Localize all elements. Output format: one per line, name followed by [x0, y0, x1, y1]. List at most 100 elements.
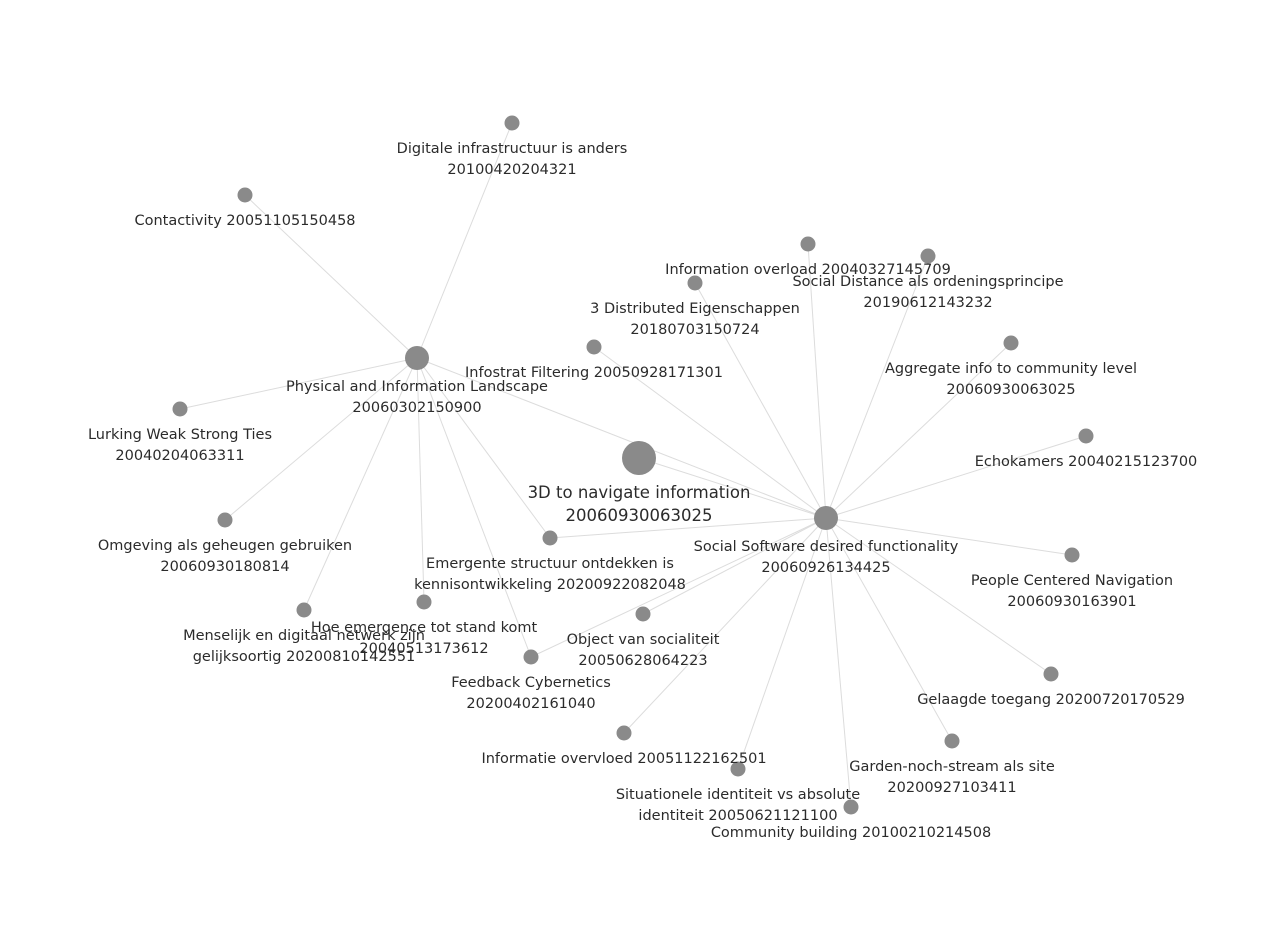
labels-layer: 3D to navigate information 20060930063025… — [88, 141, 1197, 841]
node-emergente-structuur-label: Emergente structuur ontdekken is kennison… — [414, 556, 686, 593]
node-garden-noch-stream-label-line: Garden-noch-stream als site — [849, 759, 1055, 775]
edge-nphys-nsoc — [416, 357, 827, 519]
node-3d-navigate-label-line: 20060930063025 — [566, 506, 713, 525]
node-information-overload[interactable] — [800, 236, 816, 252]
node-3-distributed-eigenschappen-label-line: 20180703150724 — [630, 322, 759, 338]
node-social-software-desired-functionality[interactable] — [814, 506, 838, 530]
node-menselijk-digitaal-netwerk[interactable] — [296, 602, 312, 618]
edge-nsoc-n3dist — [694, 282, 827, 519]
node-emergente-structuur-label-line: Emergente structuur ontdekken is — [426, 556, 674, 572]
node-3d-navigate[interactable] — [622, 441, 656, 475]
nodes-layer — [172, 115, 1094, 815]
edge-nsoc-nfeed — [530, 517, 827, 658]
node-echokamers-label-line: Echokamers 20040215123700 — [975, 454, 1198, 470]
node-gelaagde-toegang[interactable] — [1043, 666, 1059, 682]
edge-nsoc-ninfov — [623, 517, 827, 734]
node-menselijk-digitaal-netwerk-label-line: Menselijk en digitaal netwerk zijn — [183, 628, 425, 644]
node-garden-noch-stream-label-line: 20200927103411 — [887, 780, 1016, 796]
edge-nsoc-nover — [807, 243, 827, 519]
node-echokamers-label: Echokamers 20040215123700 — [975, 454, 1198, 470]
edge-nphys-nhoe — [416, 357, 425, 603]
node-infostrat-filtering-label: Infostrat Filtering 20050928171301 — [465, 365, 723, 381]
node-gelaagde-toegang-label: Gelaagde toegang 20200720170529 — [917, 692, 1185, 708]
node-omgeving-als-geheugen-label-line: Omgeving als geheugen gebruiken — [98, 538, 352, 554]
edge-nsoc-necho — [825, 435, 1087, 519]
edge-nphys-nlurk — [179, 357, 418, 410]
node-lurking-weak-strong-ties-label: Lurking Weak Strong Ties 20040204063311 — [88, 427, 272, 464]
node-aggregate-info[interactable] — [1003, 335, 1019, 351]
node-hoe-emergence-label-line: Hoe emergence tot stand komt — [311, 620, 538, 636]
edge-nphys-nmens — [303, 357, 418, 611]
node-3-distributed-eigenschappen[interactable] — [687, 275, 703, 291]
node-physical-information-landscape-label-line: 20060302150900 — [352, 400, 481, 416]
edge-nphys-nemer — [416, 357, 551, 539]
node-informatie-overvloed-label-line: Informatie overvloed 20051122162501 — [481, 751, 766, 767]
node-object-van-socialiteit[interactable] — [635, 606, 651, 622]
node-people-centered-navigation-label: People Centered Navigation 20060930163901 — [971, 573, 1173, 610]
node-contactivity-label: Contactivity 20051105150458 — [134, 213, 355, 229]
node-physical-information-landscape[interactable] — [405, 346, 429, 370]
edge-nphys-nfeed — [416, 357, 532, 658]
node-community-building[interactable] — [843, 799, 859, 815]
node-hoe-emergence-label-line: 20040513173612 — [359, 641, 488, 657]
node-garden-noch-stream-label: Garden-noch-stream als site 2020092710341… — [849, 759, 1055, 796]
node-digitale-infrastructuur-label-line: Digitale infrastructuur is anders — [397, 141, 628, 157]
edge-nsoc-nsdist — [825, 255, 929, 519]
node-emergente-structuur-label-line: kennisontwikkeling 20200922082048 — [414, 577, 686, 593]
node-people-centered-navigation-label-line: People Centered Navigation — [971, 573, 1173, 589]
node-digitale-infrastructuur-label-line: 20100420204321 — [447, 162, 576, 178]
node-lurking-weak-strong-ties[interactable] — [172, 401, 188, 417]
node-object-van-socialiteit-label-line: 20050628064223 — [578, 653, 707, 669]
node-object-van-socialiteit-label: Object van socialiteit 20050628064223 — [567, 632, 720, 669]
node-menselijk-digitaal-netwerk-label: Menselijk en digitaal netwerk zijn gelijk… — [183, 628, 425, 665]
node-feedback-cybernetics[interactable] — [523, 649, 539, 665]
node-situationele-identiteit[interactable] — [730, 761, 746, 777]
node-lurking-weak-strong-ties-label-line: Lurking Weak Strong Ties — [88, 427, 272, 443]
node-3d-navigate-label: 3D to navigate information 20060930063025 — [528, 483, 751, 525]
node-infostrat-filtering[interactable] — [586, 339, 602, 355]
node-emergente-structuur[interactable] — [542, 530, 558, 546]
edge-nsoc-npeop — [825, 517, 1073, 556]
node-hoe-emergence[interactable] — [416, 594, 432, 610]
node-community-building-label: Community building 20100210214508 — [711, 825, 991, 841]
node-digitale-infrastructuur[interactable] — [504, 115, 520, 131]
node-feedback-cybernetics-label-line: Feedback Cybernetics — [451, 675, 611, 691]
node-menselijk-digitaal-netwerk-label-line: gelijksoortig 20200810142551 — [193, 649, 416, 665]
edge-nsoc-ngard — [825, 517, 953, 742]
node-physical-information-landscape-label-line: Physical and Information Landscape — [286, 379, 548, 395]
node-omgeving-als-geheugen[interactable] — [217, 512, 233, 528]
edge-nphys-nomg — [224, 357, 418, 521]
node-echokamers[interactable] — [1078, 428, 1094, 444]
edge-nsoc-ncomm — [825, 517, 852, 808]
node-social-software-desired-functionality-label-line: Social Software desired functionality — [694, 539, 959, 555]
node-informatie-overvloed[interactable] — [616, 725, 632, 741]
edge-nsoc-ngela — [825, 517, 1052, 675]
edge-nsoc-n3d — [638, 457, 827, 519]
node-object-van-socialiteit-label-line: Object van socialiteit — [567, 632, 720, 648]
edge-nsoc-naggr — [825, 342, 1012, 519]
node-digitale-infrastructuur-label: Digitale infrastructuur is anders 2010042… — [397, 141, 628, 178]
node-garden-noch-stream[interactable] — [944, 733, 960, 749]
edge-nphys-ncont — [244, 194, 418, 359]
node-information-overload-label: Information overload 20040327145709 — [665, 262, 951, 278]
node-infostrat-filtering-label-line: Infostrat Filtering 20050928171301 — [465, 365, 723, 381]
node-people-centered-navigation-label-line: 20060930163901 — [1007, 594, 1136, 610]
node-3d-navigate-label-line: 3D to navigate information — [528, 483, 751, 502]
node-physical-information-landscape-label: Physical and Information Landscape 200603… — [286, 379, 548, 416]
edge-nsoc-nemer — [549, 517, 827, 539]
edge-nsoc-nsit — [737, 517, 827, 770]
node-situationele-identiteit-label-line: Situationele identiteit vs absolute — [616, 787, 860, 803]
node-hoe-emergence-label: Hoe emergence tot stand komt 200405131736… — [311, 620, 538, 657]
node-social-distance[interactable] — [920, 248, 936, 264]
node-social-distance-label-line: Social Distance als ordeningsprincipe — [792, 274, 1063, 290]
node-contactivity[interactable] — [237, 187, 253, 203]
node-social-distance-label-line: 20190612143232 — [863, 295, 992, 311]
node-informatie-overvloed-label: Informatie overvloed 20051122162501 — [481, 751, 766, 767]
node-lurking-weak-strong-ties-label-line: 20040204063311 — [115, 448, 244, 464]
node-people-centered-navigation[interactable] — [1064, 547, 1080, 563]
